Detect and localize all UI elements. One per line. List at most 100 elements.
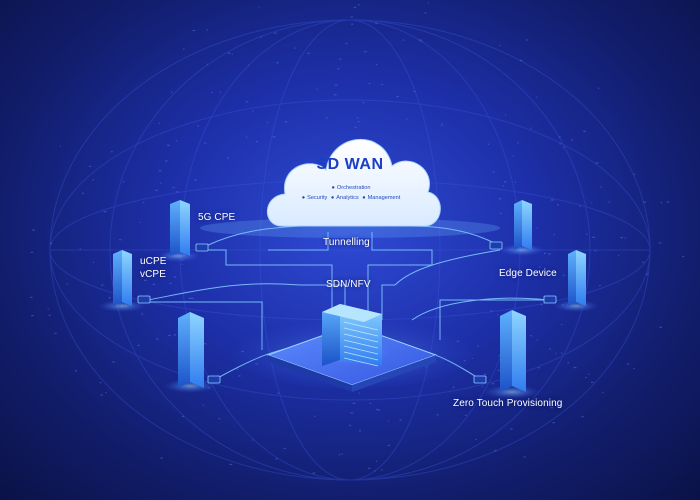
background-dot — [519, 59, 523, 62]
background-globe — [49, 19, 651, 481]
background-dot — [325, 117, 328, 119]
background-dot — [183, 48, 185, 50]
background-dot — [530, 127, 532, 129]
router-icon — [473, 375, 487, 384]
hub-window-line — [343, 351, 379, 361]
label-ucpe: uCPE — [140, 256, 167, 267]
background-dot — [573, 367, 577, 369]
background-dot — [307, 52, 311, 54]
background-dot — [666, 201, 670, 203]
background-dot — [30, 296, 33, 298]
background-dot — [396, 96, 399, 98]
background-dot — [557, 204, 559, 206]
background-dot — [558, 136, 561, 138]
background-dot — [499, 44, 501, 47]
background-dot — [538, 367, 540, 369]
label-5g-cpe: 5G CPE — [198, 212, 236, 223]
background-dot — [559, 143, 561, 145]
background-dot — [277, 392, 280, 394]
background-dot — [356, 117, 359, 119]
background-dot — [276, 62, 279, 64]
sd-wan-cloud — [200, 139, 500, 238]
cloud-title: SD WAN — [316, 156, 384, 173]
line-5g-cpe-to-hub — [206, 249, 333, 320]
background-dot — [464, 414, 467, 416]
background-dot — [633, 368, 635, 370]
background-dot — [526, 39, 528, 41]
background-dot — [682, 255, 685, 258]
background-dot — [374, 470, 376, 472]
background-dot — [272, 136, 276, 138]
line-edge-device-right — [439, 299, 552, 340]
background-dot — [387, 444, 390, 446]
background-dot — [563, 146, 565, 149]
background-dot — [66, 283, 68, 285]
background-dot — [74, 370, 77, 372]
hub-window-line — [343, 345, 379, 355]
background-dot — [642, 261, 644, 263]
router-icon — [195, 243, 209, 252]
background-dot — [491, 383, 495, 385]
background-dot — [550, 407, 554, 409]
background-dot — [119, 239, 122, 241]
background-dot — [540, 304, 543, 306]
background-dot — [362, 101, 365, 104]
background-dot — [354, 126, 357, 128]
background-dot — [551, 199, 554, 201]
background-dot — [165, 160, 168, 162]
background-dot — [388, 420, 390, 422]
tower-ucpe-vcpe — [98, 250, 146, 312]
tower-top-right — [500, 200, 544, 256]
background-dot — [337, 68, 340, 70]
background-dot — [585, 376, 587, 378]
background-dot — [218, 418, 221, 420]
background-dot — [108, 297, 111, 299]
background-dot — [492, 171, 495, 173]
background-dot — [512, 155, 514, 157]
background-dot — [31, 315, 34, 317]
background-dot — [338, 454, 340, 456]
line-vcpe-to-hub — [147, 283, 346, 320]
background-dot — [484, 373, 487, 375]
background-dot — [32, 229, 35, 231]
background-dot — [548, 253, 551, 255]
background-dot — [591, 202, 593, 204]
background-dot — [190, 297, 194, 299]
background-dot — [219, 91, 221, 93]
background-dot — [626, 363, 630, 365]
background-dot — [236, 368, 239, 370]
feature-orchestration: Orchestration — [336, 185, 371, 191]
background-dot — [202, 404, 205, 406]
background-dot — [181, 415, 184, 417]
background-dot — [567, 362, 570, 364]
background-dot — [172, 186, 175, 189]
background-dot — [173, 276, 177, 278]
tower-zero-touch — [484, 310, 540, 399]
background-dot — [206, 29, 208, 31]
background-dot — [583, 130, 586, 132]
background-dot — [251, 439, 253, 441]
label-sdn-nfv: SDN/NFV — [326, 279, 371, 290]
background-dot — [359, 430, 361, 432]
background-dot — [245, 136, 248, 138]
background-dot — [560, 352, 563, 354]
background-dot — [204, 343, 207, 345]
background-dot — [424, 12, 427, 14]
background-dot — [660, 202, 663, 204]
background-dot — [381, 469, 383, 471]
background-dot — [418, 39, 422, 41]
background-dot — [169, 282, 172, 284]
background-dot — [475, 438, 478, 440]
cloud-feature-list: ●Orchestration ●Security ●Analytics ●Man… — [301, 185, 401, 201]
background-dot — [536, 96, 538, 98]
background-dot — [103, 211, 107, 213]
background-dot — [500, 212, 502, 214]
background-dot — [562, 274, 565, 276]
background-dot — [88, 165, 92, 167]
feature-analytics: Analytics — [336, 195, 359, 201]
background-dot — [579, 205, 581, 207]
background-dot — [207, 63, 208, 65]
hub-window-line — [343, 327, 379, 337]
background-dot — [316, 88, 318, 90]
background-dot — [441, 123, 444, 125]
